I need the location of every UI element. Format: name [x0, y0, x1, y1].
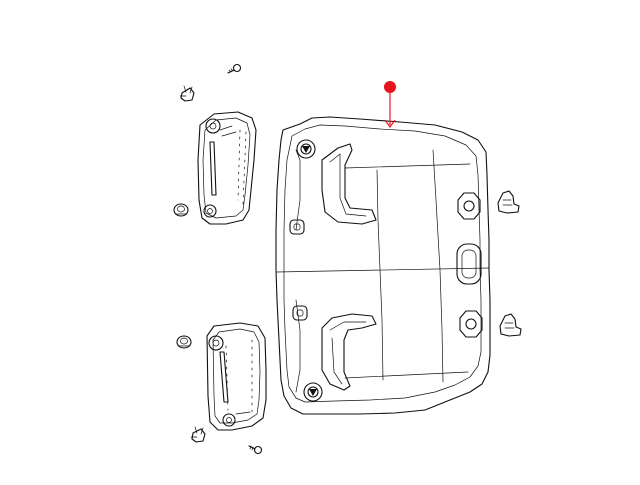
- visor-bracket-upper[interactable]: [179, 85, 195, 102]
- headliner-panel[interactable]: [275, 116, 491, 415]
- visor-clip-lower[interactable]: [176, 335, 192, 349]
- visor-clip-upper[interactable]: [173, 203, 189, 217]
- coat-hook-upper[interactable]: [497, 190, 520, 214]
- visor-bracket-lower[interactable]: [190, 426, 206, 443]
- screw-upper[interactable]: [227, 63, 242, 74]
- callout-marker[interactable]: [384, 81, 396, 129]
- sun-visor-lower[interactable]: [206, 322, 267, 431]
- screw-lower[interactable]: [248, 445, 263, 455]
- sun-visor-upper[interactable]: [197, 111, 257, 225]
- coat-hook-lower[interactable]: [499, 313, 522, 337]
